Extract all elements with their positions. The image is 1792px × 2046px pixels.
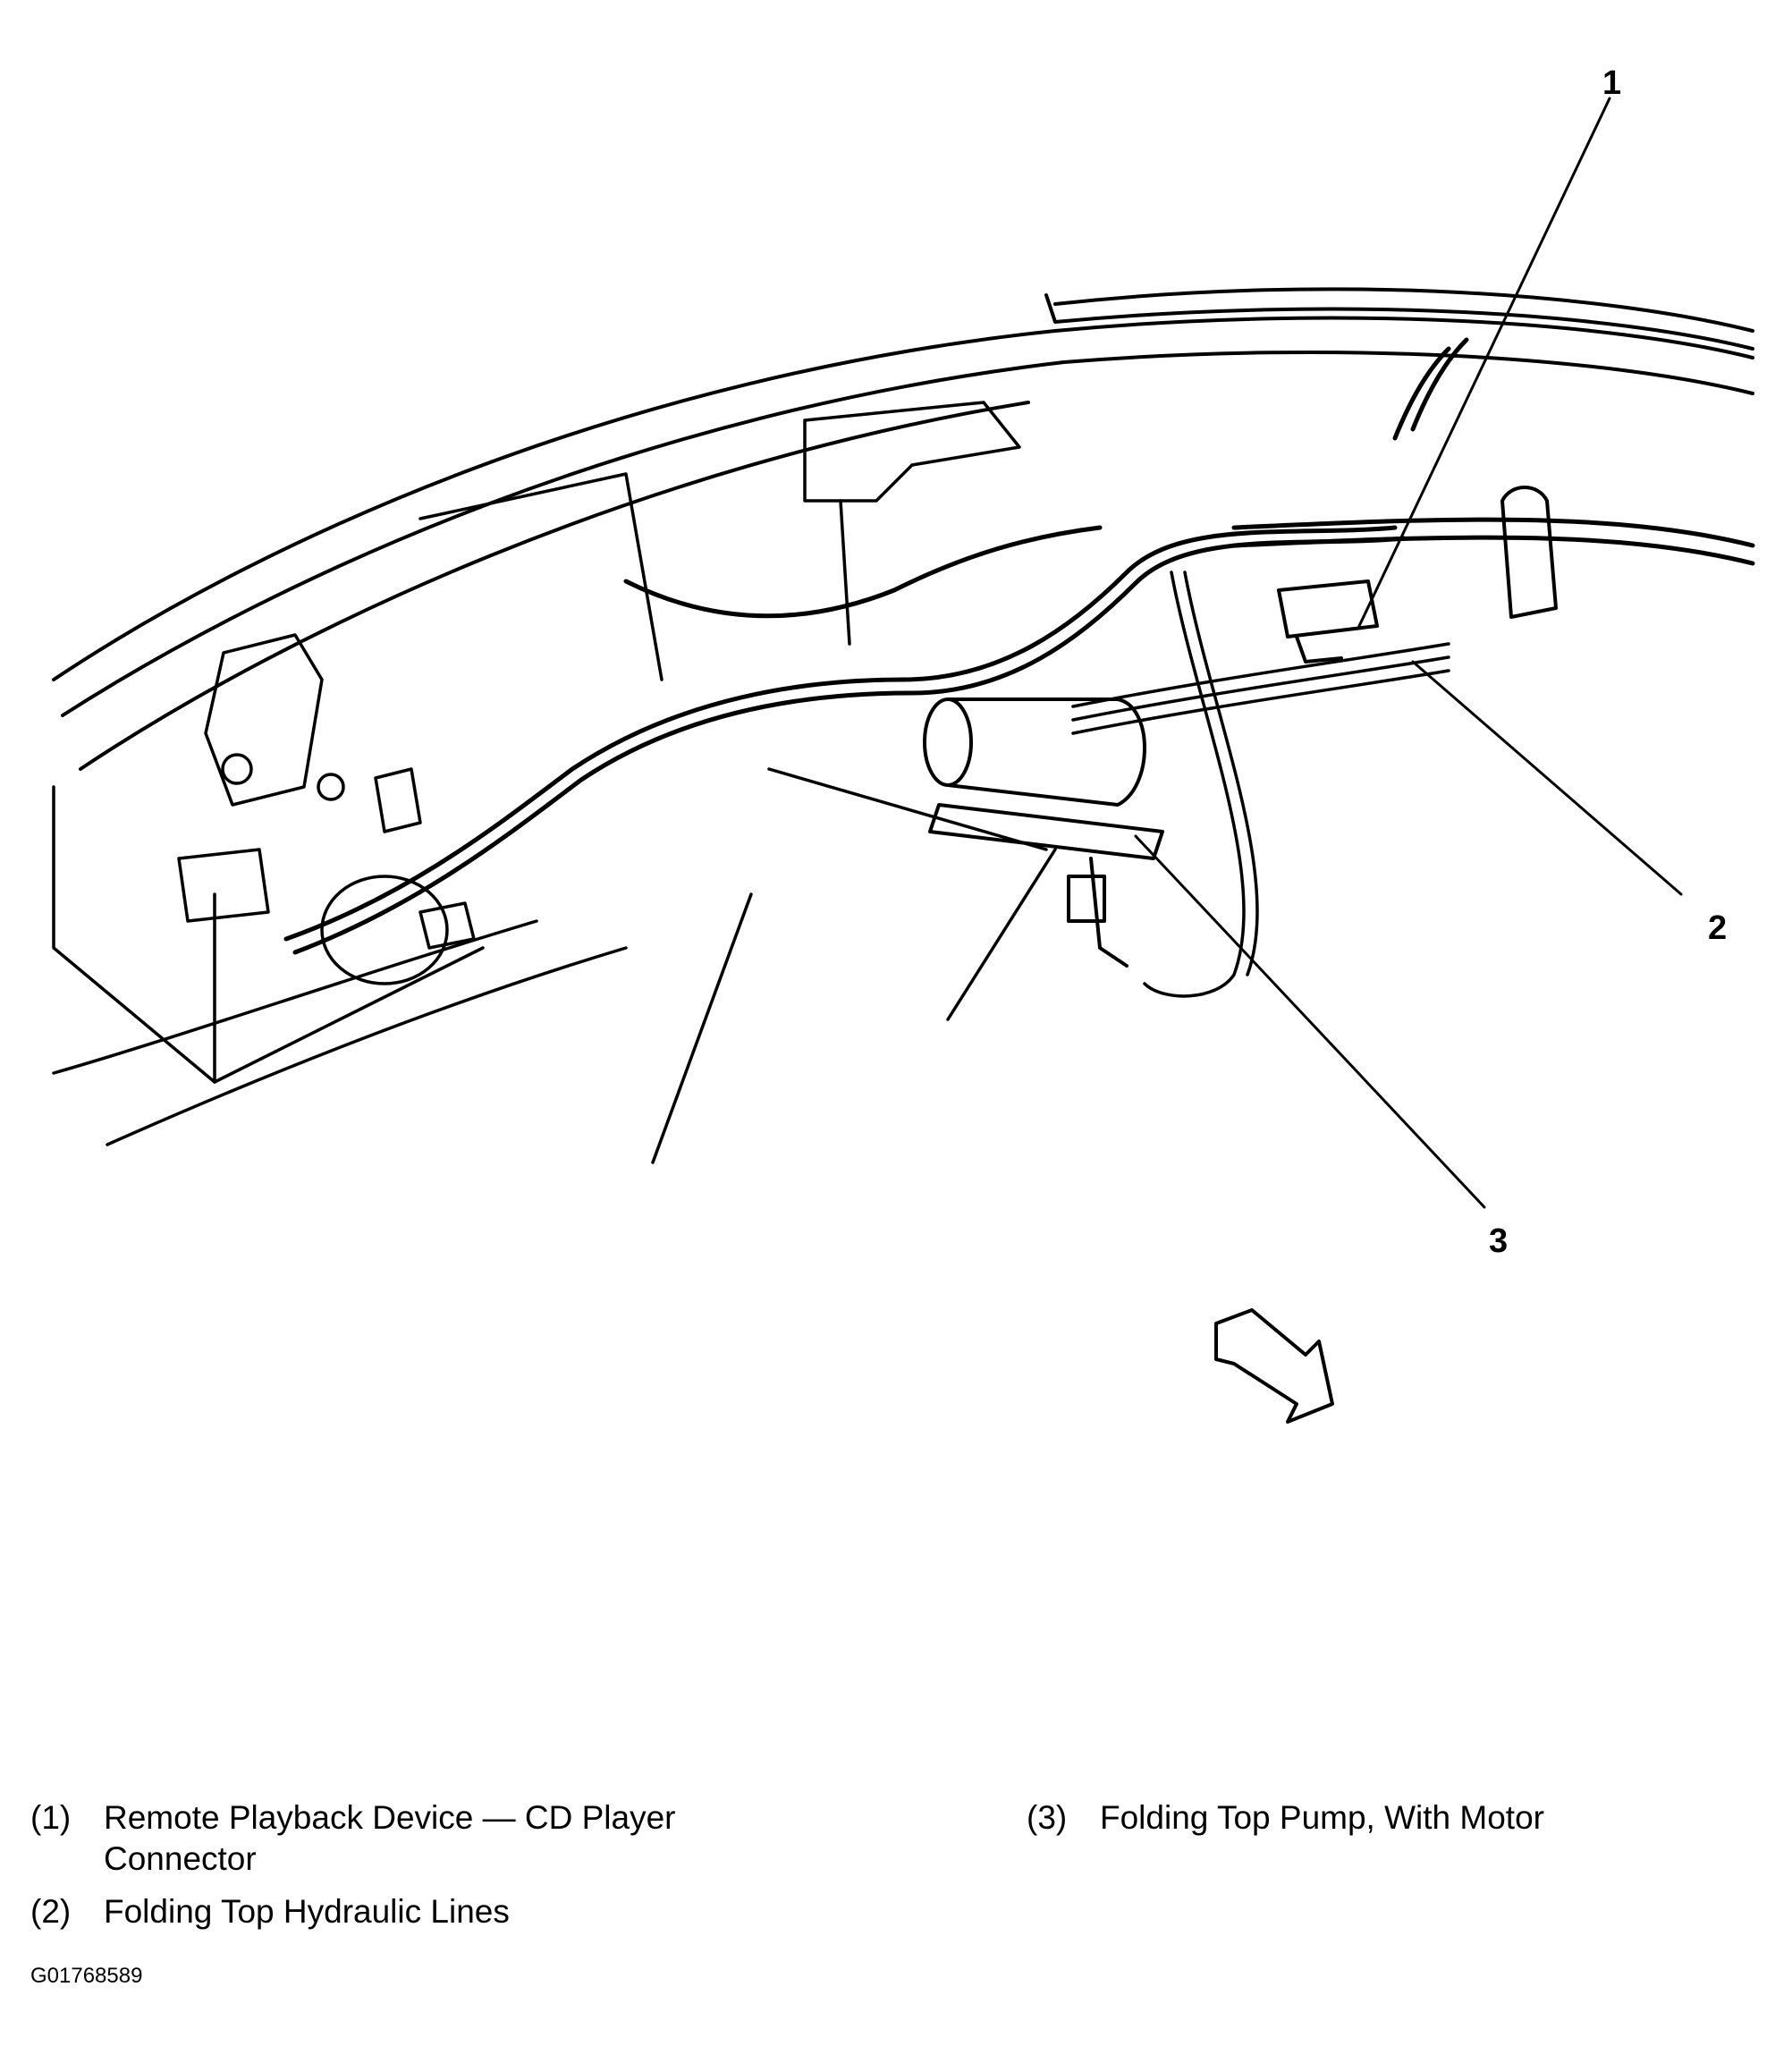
legend-text: Remote Playback Device — CD Player Conne… bbox=[104, 1799, 676, 1877]
trunk-wiring-illustration: 1 2 3 bbox=[52, 64, 1755, 1424]
cd-player-connector bbox=[1277, 579, 1379, 664]
trunk-panels bbox=[52, 401, 1057, 1164]
legend-number: (2) bbox=[30, 1893, 72, 1930]
callout-number-3: 3 bbox=[1489, 1222, 1508, 1260]
callout-number-1: 1 bbox=[1602, 64, 1621, 102]
legend-number: (1) bbox=[30, 1799, 72, 1836]
leader-lines bbox=[1134, 97, 1683, 1209]
hydraulic-lines bbox=[1071, 571, 1450, 998]
folding-top-pump bbox=[923, 698, 1164, 968]
rear-deck-outline bbox=[52, 287, 1754, 771]
wire-harness-main bbox=[283, 337, 1755, 955]
callout-number-2: 2 bbox=[1708, 909, 1727, 947]
front-direction-arrow bbox=[1214, 1308, 1334, 1424]
legend-text: Folding Top Hydraulic Lines bbox=[104, 1893, 510, 1930]
legend-text: Folding Top Pump, With Motor bbox=[1100, 1799, 1544, 1836]
harness-clip bbox=[1500, 486, 1558, 619]
figure-id: G01768589 bbox=[30, 1964, 143, 1988]
latch-assembly bbox=[177, 633, 476, 985]
legend-number: (3) bbox=[1027, 1799, 1068, 1836]
